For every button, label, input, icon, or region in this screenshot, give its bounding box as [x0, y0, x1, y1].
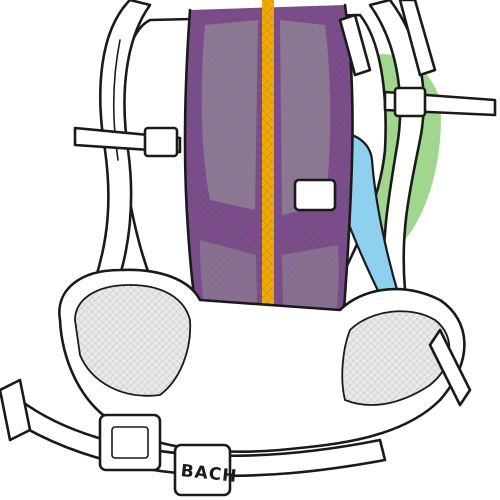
strap-end-left — [0, 378, 32, 442]
side-strap-right-buckle — [393, 86, 427, 118]
hip-belt-padding-right — [341, 310, 451, 406]
strap-end-right — [428, 328, 472, 407]
hip-belt-buckle-female — [173, 443, 232, 497]
back-pad-upper-right — [280, 20, 331, 215]
side-strap-left-buckle — [143, 126, 179, 158]
load-lifter-strap — [338, 13, 372, 77]
hip-belt-buckle-male — [98, 413, 162, 472]
sternum-buckle — [293, 178, 337, 212]
spine-stripe-mesh — [262, 0, 274, 370]
load-lifter-strap-2 — [398, 0, 437, 77]
hip-belt-buckle-male-inner — [111, 426, 149, 459]
back-pad-upper-left — [201, 20, 258, 210]
hip-belt-padding-left — [74, 284, 192, 397]
